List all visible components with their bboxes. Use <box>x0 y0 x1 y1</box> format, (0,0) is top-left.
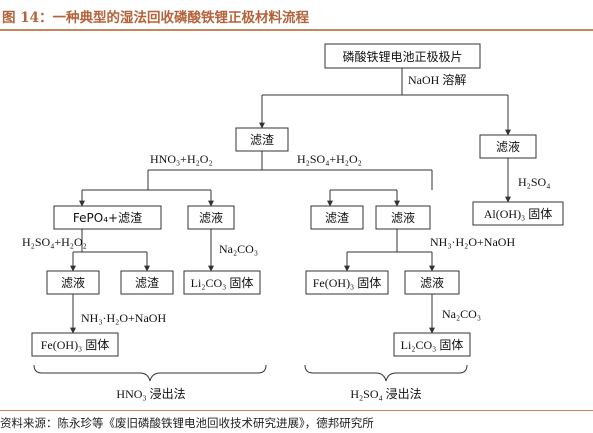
source-note: 资料来源：陈永珍等《废旧磷酸铁锂电池回收技术研究进展》，德邦研究所 <box>0 416 374 430</box>
figure-title: 图 14：一种典型的湿法回收磷酸铁锂正极材料流程 <box>2 10 309 26</box>
label-hno3-method: HNO₃ 浸出法 <box>116 387 185 401</box>
label-nh3-naoh-left: NH₃·H₂O+NaOH <box>81 311 166 325</box>
node-al-oh3-label: Al(OH)₃ 固体 <box>484 207 553 221</box>
label-hno3-h2o2: HNO₃+H₂O₂ <box>150 152 213 166</box>
node-mid-filtrate2 <box>404 270 460 295</box>
node-mid-residue <box>310 205 364 230</box>
label-h2so4: H₂SO₄ <box>518 175 550 189</box>
node-fepo4-residue-label: FePO₄+滤渣 <box>73 211 142 225</box>
node-residue-main-label: 滤渣 <box>250 133 274 147</box>
brace-hno3 <box>33 364 267 382</box>
label-h2so4-method: H₂SO₄ 浸出法 <box>350 387 421 401</box>
label-h2so4-h2o2-top: H₂SO₄+H₂O₂ <box>297 152 362 166</box>
node-mid-feoh3-label: Fe(OH)₃ 固体 <box>313 276 382 290</box>
connectors <box>70 68 511 334</box>
node-left-filtrate2 <box>46 270 100 295</box>
bottom-rule <box>0 410 593 411</box>
node-mid-li2co3 <box>393 332 471 357</box>
node-filtrate-main <box>479 134 537 159</box>
node-left-residue2-label: 滤渣 <box>135 276 159 290</box>
node-left-filtrate2-label: 滤液 <box>61 275 85 290</box>
node-left-feoh3-label: Fe(OH)₃ 固体 <box>41 338 110 352</box>
node-filtrate-main-label: 滤液 <box>496 139 520 154</box>
node-mid-li2co3-label: Li₂CO₃ 固体 <box>401 338 464 352</box>
edge-labels: NaOH 溶解 HNO₃+H₂O₂ H₂SO₄+H₂O₂ H₂SO₄ H₂SO₄… <box>22 72 550 325</box>
method-braces: HNO₃ 浸出法 H₂SO₄ 浸出法 <box>33 364 468 401</box>
node-mid-filtrate2-label: 滤液 <box>420 275 444 290</box>
node-left-filtrate <box>187 205 235 230</box>
node-left-filtrate-label: 滤液 <box>199 210 223 225</box>
label-na2co3-left: Na₂CO₃ <box>219 242 258 256</box>
node-mid-filtrate <box>375 205 431 230</box>
node-mid-feoh3 <box>305 270 389 295</box>
label-naoh-dissolve: NaOH 溶解 <box>408 72 466 87</box>
nodes: 磷酸铁锂电池正极极片 滤渣 滤液 FePO₄+滤渣 滤液 滤渣 滤液 Al(OH… <box>31 43 564 357</box>
node-left-li2co3 <box>183 270 261 295</box>
figure-title-bar: 图 14：一种典型的湿法回收磷酸铁锂正极材料流程 <box>0 0 593 31</box>
label-nh3-naoh-mid: NH₃·H₂O+NaOH <box>430 235 515 249</box>
node-left-feoh3 <box>31 332 119 357</box>
title-rule <box>0 29 593 31</box>
node-left-residue2 <box>120 270 174 295</box>
node-fepo4-residue <box>53 205 162 230</box>
node-al-oh3 <box>472 201 564 226</box>
node-mid-residue-label: 滤渣 <box>325 211 349 225</box>
node-residue-main <box>235 127 289 152</box>
node-start-label: 磷酸铁锂电池正极极片 <box>342 49 462 64</box>
label-h2so4-h2o2-left: H₂SO₄+H₂O₂ <box>22 235 87 249</box>
node-mid-filtrate-label: 滤液 <box>391 210 415 225</box>
node-start <box>324 43 481 69</box>
brace-h2so4 <box>304 364 468 382</box>
label-na2co3-mid: Na₂CO₃ <box>442 307 481 321</box>
node-left-li2co3-label: Li₂CO₃ 固体 <box>191 276 254 290</box>
